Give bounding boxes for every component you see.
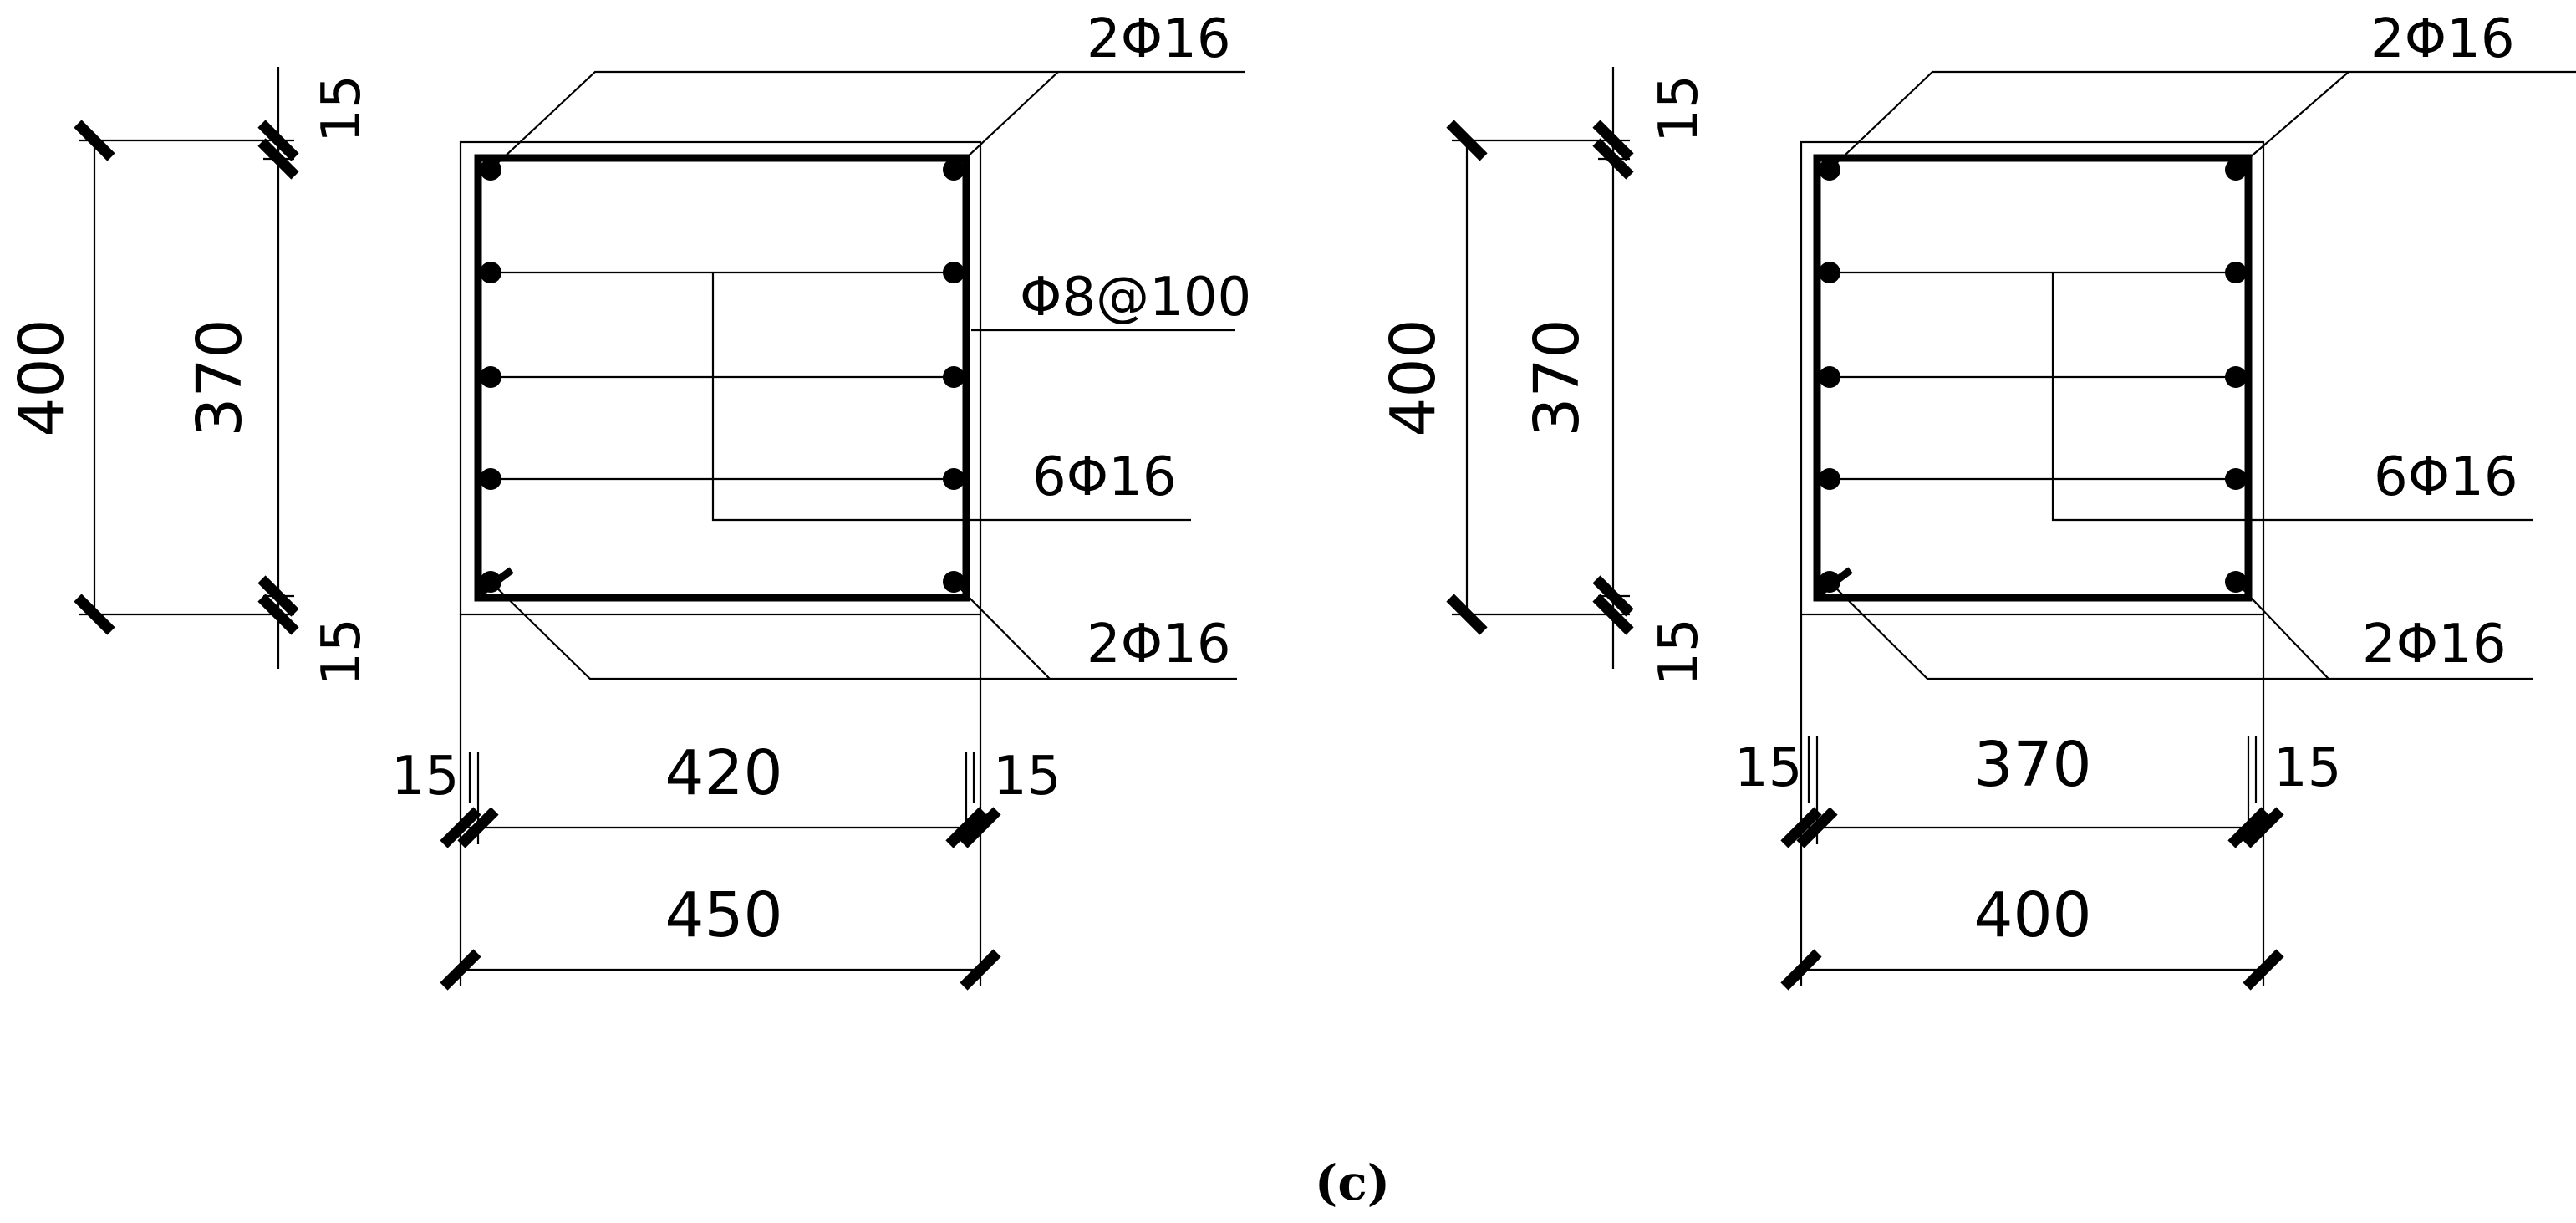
right-tick bbox=[1796, 807, 1838, 848]
left-dim-cover-bottom: 15 bbox=[311, 618, 373, 685]
left-leader-bottom bbox=[490, 581, 1237, 680]
left-tick bbox=[440, 807, 481, 848]
right-leader-top bbox=[1829, 70, 2576, 171]
right-label-side-bars: 6Φ16 bbox=[2374, 446, 2518, 508]
left-bar bbox=[943, 366, 965, 388]
right-dim-width-total: 400 bbox=[1973, 879, 2091, 951]
right-bar bbox=[1819, 262, 1840, 283]
left-dim-height-inner: 370 bbox=[184, 318, 256, 436]
left-label-stirrup: Φ8@100 bbox=[1020, 267, 1251, 329]
right-tick bbox=[1446, 594, 1488, 635]
left-label-top-bars: 2Φ16 bbox=[1087, 8, 1231, 70]
right-tick bbox=[1592, 575, 1634, 617]
right-tick bbox=[1780, 949, 1822, 991]
right-label-top-bars: 2Φ16 bbox=[2370, 8, 2515, 70]
figure-caption: (c) bbox=[1315, 1154, 1390, 1211]
right-leader-top-diag bbox=[2235, 71, 2349, 171]
left-section: 2Φ16 Φ8@100 6Φ16 2Φ16 400 370 15 15 bbox=[6, 8, 1251, 991]
right-tick bbox=[1592, 138, 1634, 180]
right-tick bbox=[2243, 949, 2284, 991]
right-stirrup bbox=[1813, 154, 2253, 602]
right-tick bbox=[1780, 807, 1822, 848]
right-leader-bottom-diag bbox=[2235, 581, 2329, 680]
right-bar bbox=[1819, 366, 1840, 388]
right-bar bbox=[1819, 468, 1840, 490]
right-tick bbox=[1592, 594, 1634, 635]
left-tick bbox=[257, 575, 299, 617]
left-dim-height-total: 400 bbox=[6, 318, 78, 436]
right-bar bbox=[2225, 468, 2247, 490]
left-dim-width-inner: 420 bbox=[664, 737, 782, 809]
right-leader-bottom bbox=[1829, 581, 2533, 680]
left-bar bbox=[943, 262, 965, 283]
left-tick bbox=[457, 807, 499, 848]
left-tick bbox=[257, 120, 299, 161]
left-stirrup bbox=[474, 154, 970, 602]
left-leader-bottom-diag bbox=[953, 581, 1051, 680]
right-label-bottom-bars: 2Φ16 bbox=[2362, 614, 2507, 675]
left-bar bbox=[480, 468, 501, 490]
left-tick bbox=[440, 949, 481, 991]
right-dim-width-inner: 370 bbox=[1973, 729, 2091, 801]
left-label-bottom-bars: 2Φ16 bbox=[1087, 614, 1231, 675]
right-dim-cover-bottom: 15 bbox=[1648, 618, 1710, 685]
right-bar bbox=[2225, 366, 2247, 388]
right-section: 2Φ16 6Φ16 2Φ16 400 370 15 15 bbox=[1377, 8, 2576, 991]
left-tick bbox=[257, 138, 299, 180]
left-tick bbox=[960, 949, 1001, 991]
right-leader-side bbox=[2051, 273, 2533, 522]
right-dim-height-total: 400 bbox=[1377, 318, 1449, 436]
right-dim-height-inner: 370 bbox=[1521, 318, 1593, 436]
left-tick bbox=[945, 807, 987, 848]
left-dim-cover-top: 15 bbox=[311, 74, 373, 142]
left-bar bbox=[480, 366, 501, 388]
left-concrete-outline bbox=[459, 140, 982, 616]
right-tick bbox=[1592, 120, 1634, 161]
left-tick bbox=[257, 594, 299, 635]
left-tick bbox=[960, 807, 1001, 848]
right-tick bbox=[2243, 807, 2284, 848]
right-tick bbox=[1446, 120, 1488, 161]
right-bar bbox=[2225, 262, 2247, 283]
right-concrete-outline bbox=[1800, 140, 2265, 616]
left-leader-side bbox=[711, 273, 1191, 522]
left-label-side-bars: 6Φ16 bbox=[1032, 446, 1177, 508]
left-tick bbox=[74, 120, 115, 161]
left-bar bbox=[943, 468, 965, 490]
left-dim-cover-right: 15 bbox=[993, 746, 1061, 808]
right-dim-cover-left: 15 bbox=[1734, 737, 1802, 799]
left-bar bbox=[480, 262, 501, 283]
left-leader-top-diag bbox=[953, 71, 1059, 171]
right-dim-cover-top: 15 bbox=[1648, 74, 1710, 142]
left-leader-top bbox=[490, 70, 1245, 171]
left-dim-cover-left: 15 bbox=[391, 746, 459, 808]
right-tick bbox=[2227, 807, 2269, 848]
left-tick bbox=[74, 594, 115, 635]
right-dim-cover-right: 15 bbox=[2273, 737, 2341, 799]
left-dim-width-total: 450 bbox=[664, 879, 782, 951]
